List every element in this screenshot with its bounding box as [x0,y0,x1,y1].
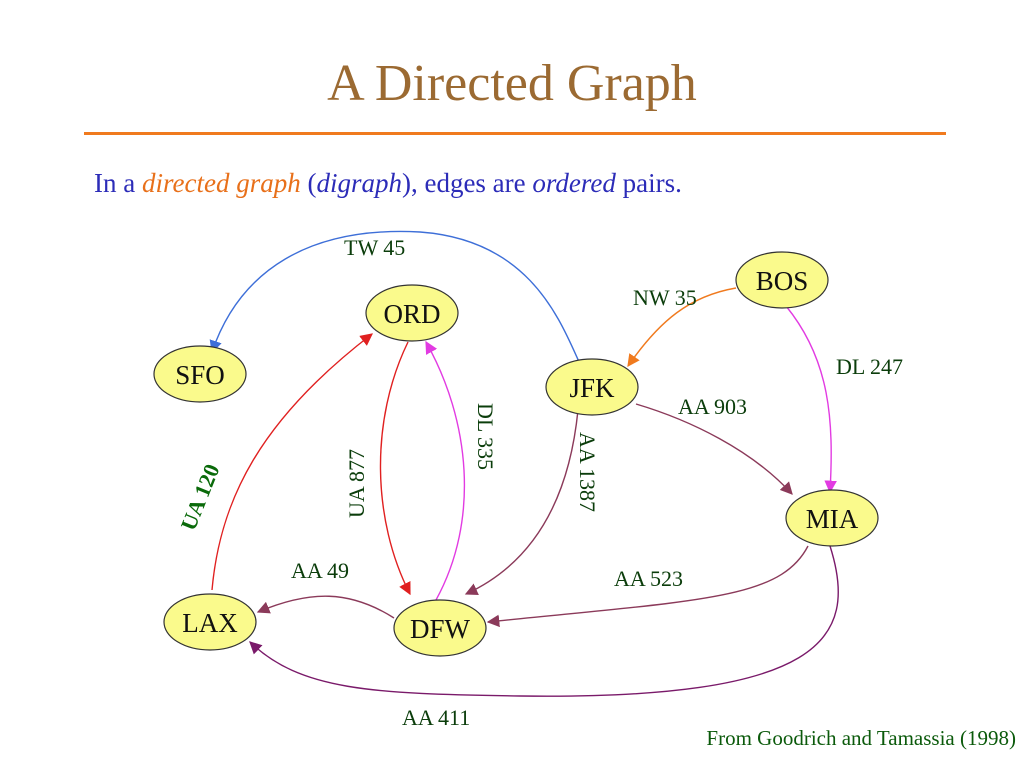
subtitle-text-4: pairs. [615,168,682,198]
subtitle-text-2: ( [300,168,317,198]
title-divider [84,132,946,135]
node-label-lax: LAX [182,608,238,638]
subtitle-term: directed graph [141,168,301,198]
edge-label-aa411: AA 411 [402,705,470,730]
node-label-sfo: SFO [175,360,225,390]
node-bos: BOS [735,251,829,309]
edge-label-nw35: NW 35 [633,285,697,310]
edge-label-aa523: AA 523 [614,566,683,591]
edge-aa49 [256,595,395,619]
edge-aa903 [635,403,793,495]
edge-label-aa903: AA 903 [678,394,747,419]
edge-label-tw45: TW 45 [344,235,405,260]
edge-label-ua120: UA 120 [175,460,224,533]
edge-label-ua877: UA 877 [344,449,369,518]
subtitle-text-3: ), edges are [401,168,533,198]
edge-aa1387 [464,409,579,595]
edge-ua120 [211,333,373,591]
node-label-mia: MIA [806,504,859,534]
edge-label-aa1387: AA 1387 [575,432,600,512]
node-label-dfw: DFW [410,614,471,644]
source-credit: From Goodrich and Tamassia (1998) [706,726,1016,750]
edge-nw35 [627,287,737,368]
node-jfk: JFK [545,358,639,416]
node-mia: MIA [785,489,879,547]
subtitle-text-1: In a [94,168,142,198]
subtitle: In a directed graph (digraph), edges are… [94,168,682,199]
node-sfo: SFO [153,345,247,403]
edge-label-dl335: DL 335 [473,403,498,470]
node-ord: ORD [365,284,459,342]
node-dfw: DFW [393,599,487,657]
node-label-ord: ORD [383,299,440,329]
edge-dl335 [425,340,466,601]
edge-label-aa49: AA 49 [291,558,349,583]
edge-ua877 [379,341,411,596]
node-label-jfk: JFK [569,373,615,403]
edge-aa523 [486,545,809,628]
subtitle-alias: digraph [316,168,402,198]
node-label-bos: BOS [756,266,809,296]
slide-title: A Directed Graph [327,55,697,112]
node-lax: LAX [163,593,257,651]
subtitle-emphasis: ordered [532,168,616,198]
edge-aa411 [249,545,839,697]
edge-label-dl247: DL 247 [836,354,903,379]
edge-tw45 [209,230,581,365]
edge-dl247 [785,305,837,494]
